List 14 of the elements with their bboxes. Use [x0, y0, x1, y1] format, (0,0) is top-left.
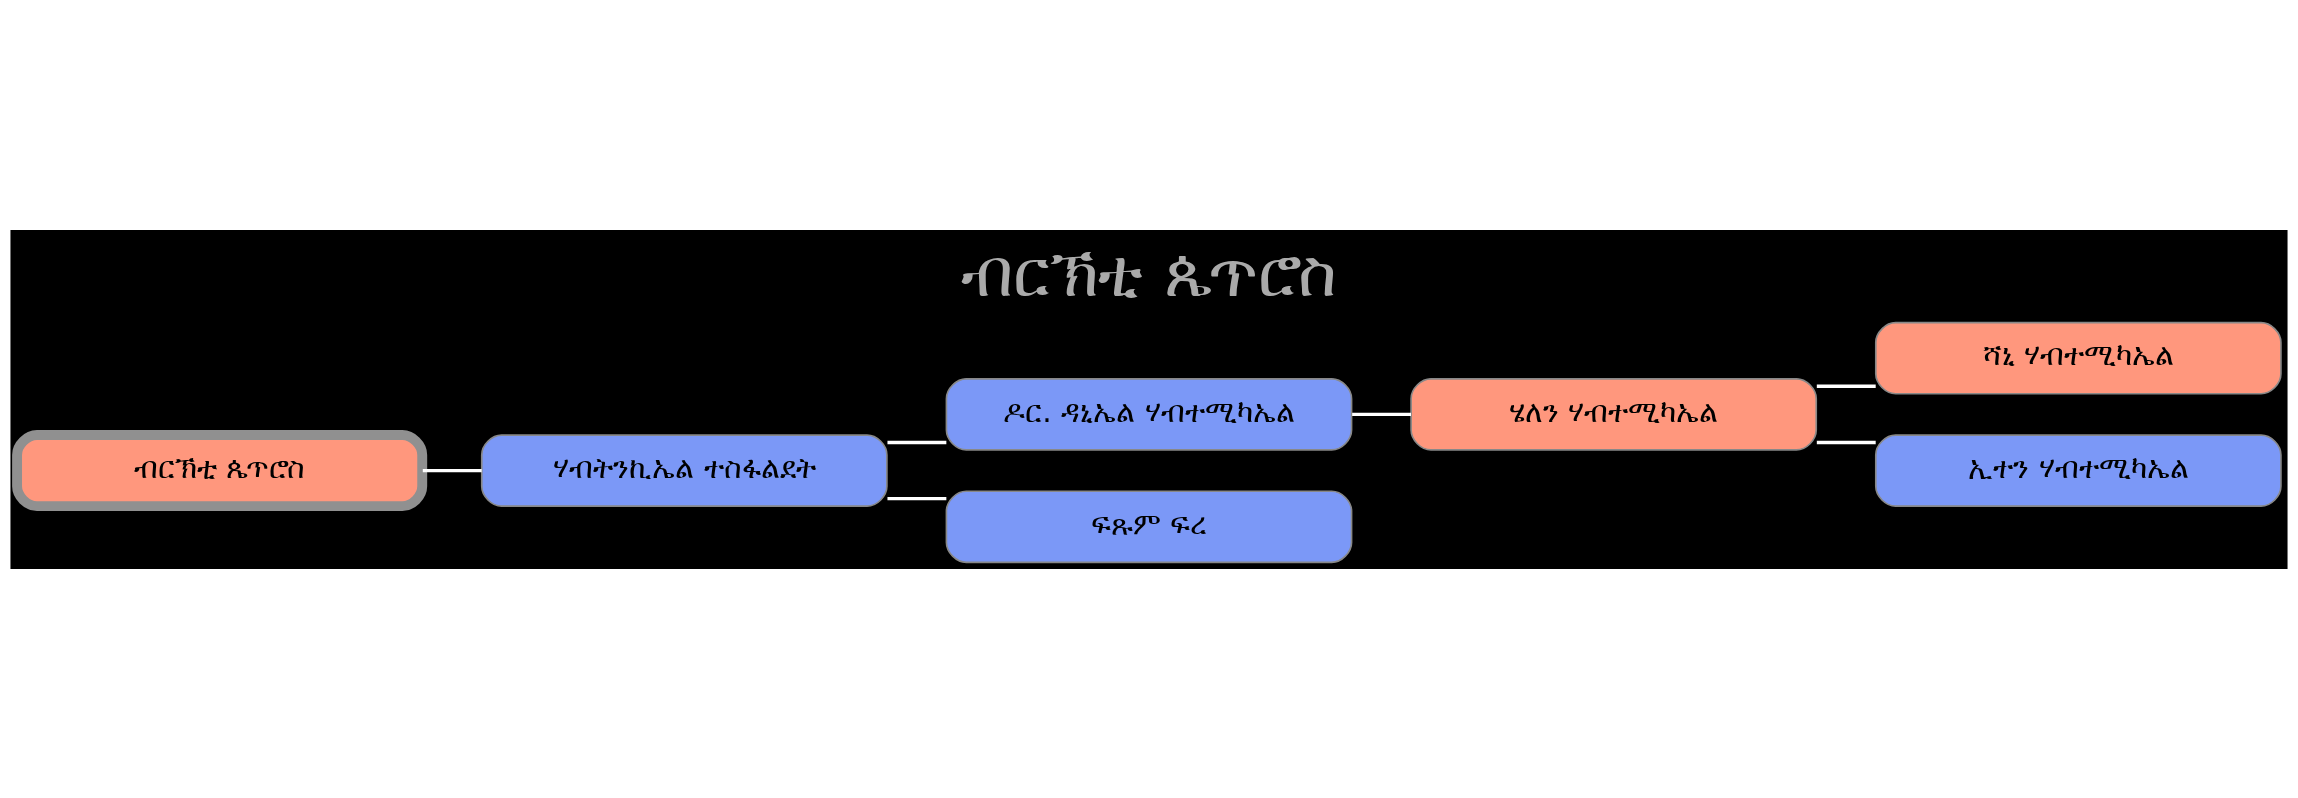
node-box: ኢተን ሃብተሚካኤል: [1874, 433, 2282, 507]
diagram-title: ብርኽቲ ጴጥሮስ: [960, 234, 1338, 312]
node-box: ዶር. ዳኒኤል ሃብተሚካኤል: [945, 377, 1353, 451]
connector: [422, 468, 482, 472]
node-box: ሃብትንኪኤል ተስፋልደት: [480, 433, 888, 507]
node-box: ፍጹም ፍረ: [945, 489, 1353, 563]
connector: [887, 440, 947, 444]
node-box: ሄለን ሃብተሚካኤል: [1410, 377, 1818, 451]
connector: [1352, 412, 1411, 416]
node-box: ብርኽቲ ጴጥሮስ: [12, 429, 428, 511]
connector: [1816, 440, 1876, 444]
connector: [1816, 384, 1876, 388]
node-box: ሻኒ ሃብተሚካኤል: [1874, 321, 2282, 395]
connector: [887, 496, 947, 500]
